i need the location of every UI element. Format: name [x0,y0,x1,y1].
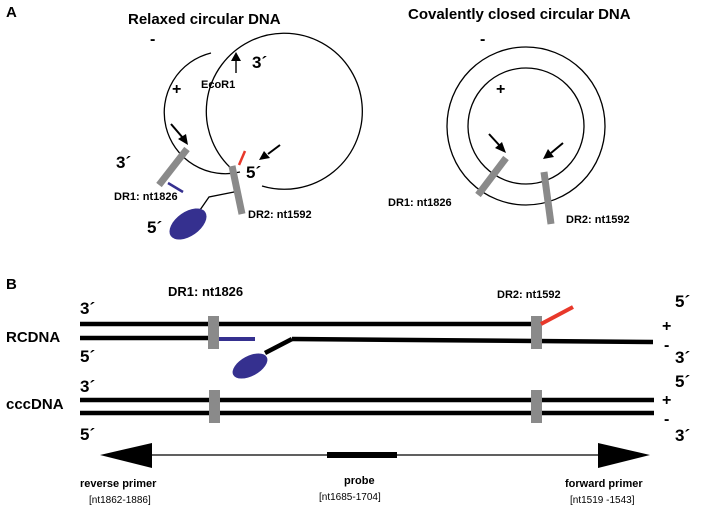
relaxed-3prime-top: 3´ [252,53,267,72]
rcdna-plus-sign: + [662,318,671,335]
rcdna-dr1-box [208,316,219,349]
relaxed-plus-sign: + [172,81,181,98]
ccc-dr2-box [540,171,555,225]
ecor1-label: EcoR1 [201,79,235,91]
cccdna-dr1-box [209,390,220,423]
rcdna-left-3prime: 3´ [80,299,95,318]
relaxed-title: Relaxed circular DNA [128,11,281,28]
reverse-primer-range: [nt1862-1886] [89,495,151,506]
relaxed-rna-primer [237,150,247,166]
rcdna-minus-sign: - [664,337,669,354]
dr2-pointer-arrow-head [259,151,270,160]
ccc-dr1-box [475,155,509,198]
panel-b-dr2-label: DR2: nt1592 [497,289,561,301]
probe-bar [327,452,397,458]
relaxed-5prime-right: 5´ [246,163,261,182]
rcdna-protein-link [263,337,294,355]
ccc-dr1-pointer-arrow [488,133,501,147]
relaxed-inner-strand [163,52,241,175]
cccdna-left-5prime: 5´ [80,425,95,444]
ccc-dr2-pointer-arrow-head [543,149,554,159]
forward-primer-label: forward primer [565,478,643,490]
rcdna-bottom-strand-right [291,336,654,345]
dr2-pointer-arrow [267,144,281,155]
panel-a-label: A [6,4,17,21]
cccdna-plus-sign: + [662,392,671,409]
cccdna-dr2-box [531,390,542,423]
rcdna-rna-primer [540,305,574,326]
cccdna-right-5prime: 5´ [675,372,690,391]
ccc-inner-strand [467,67,585,185]
rcdna-row: RCDNA 3´ 5´ 5´ 3´ + - [6,292,690,379]
ccc-dr1-pointer-arrow-head [495,142,506,153]
relaxed-5prime-cap: 5´ [147,218,162,237]
rcdna-left-5prime: 5´ [80,347,95,366]
reverse-primer-label: reverse primer [80,478,157,490]
panel-b-dr1-label: DR1: nt1826 [168,284,243,299]
rcdna-protein-cap [232,353,268,379]
ccc-dr2-label: DR2: nt1592 [566,214,630,226]
ccc-title: Covalently closed circular DNA [408,6,631,23]
probe-label: probe [344,475,375,487]
forward-primer-range: [nt1519 -1543] [570,495,635,506]
relaxed-3prime-left: 3´ [116,153,131,172]
reverse-primer-arrow [100,443,152,468]
relaxed-dr1-blue-tail [167,181,184,194]
ccc-minus-sign: - [480,31,485,48]
dr1-pointer-arrow [170,123,184,139]
ccc-dr2-pointer-arrow [550,142,564,154]
cccdna-label: cccDNA [6,396,64,413]
ccc-dr1-label: DR1: nt1826 [388,197,452,209]
cccdna-right-3prime: 3´ [675,426,690,445]
cccdna-left-3prime: 3´ [80,377,95,396]
rcdna-right-3prime: 3´ [675,348,690,367]
dr1-pointer-arrow-head [178,134,188,145]
probe-range: [nt1685-1704] [319,492,381,503]
covalently-closed-circular-dna: Covalently closed circular DNA - + DR1: … [388,6,631,226]
relaxed-minus-sign: - [150,31,155,48]
forward-primer-arrow [598,443,650,468]
rcdna-label: RCDNA [6,329,60,346]
rcdna-dr2-box [531,316,542,349]
relaxed-protein-cap [169,208,207,240]
ccc-plus-sign: + [496,81,505,98]
relaxed-protein-tether [199,191,235,211]
ecor1-arrow-head [231,52,241,61]
cccdna-row: cccDNA 3´ 5´ 5´ 3´ + - [6,372,690,445]
relaxed-dr2-box [228,165,246,215]
ccc-outer-strand [446,46,606,206]
pcr-amplicon: reverse primer [nt1862-1886] probe [nt16… [80,443,650,506]
relaxed-circular-dna: Relaxed circular DNA - + 3´ EcoR1 3´ 5´ … [114,11,363,240]
rcdna-right-5prime: 5´ [675,292,690,311]
relaxed-dr2-label: DR2: nt1592 [248,209,312,221]
relaxed-outer-strand [205,32,363,190]
panel-b-label: B [6,276,17,293]
cccdna-minus-sign: - [664,411,669,428]
relaxed-dr1-label: DR1: nt1826 [114,191,178,203]
relaxed-dr1-box [156,146,190,188]
